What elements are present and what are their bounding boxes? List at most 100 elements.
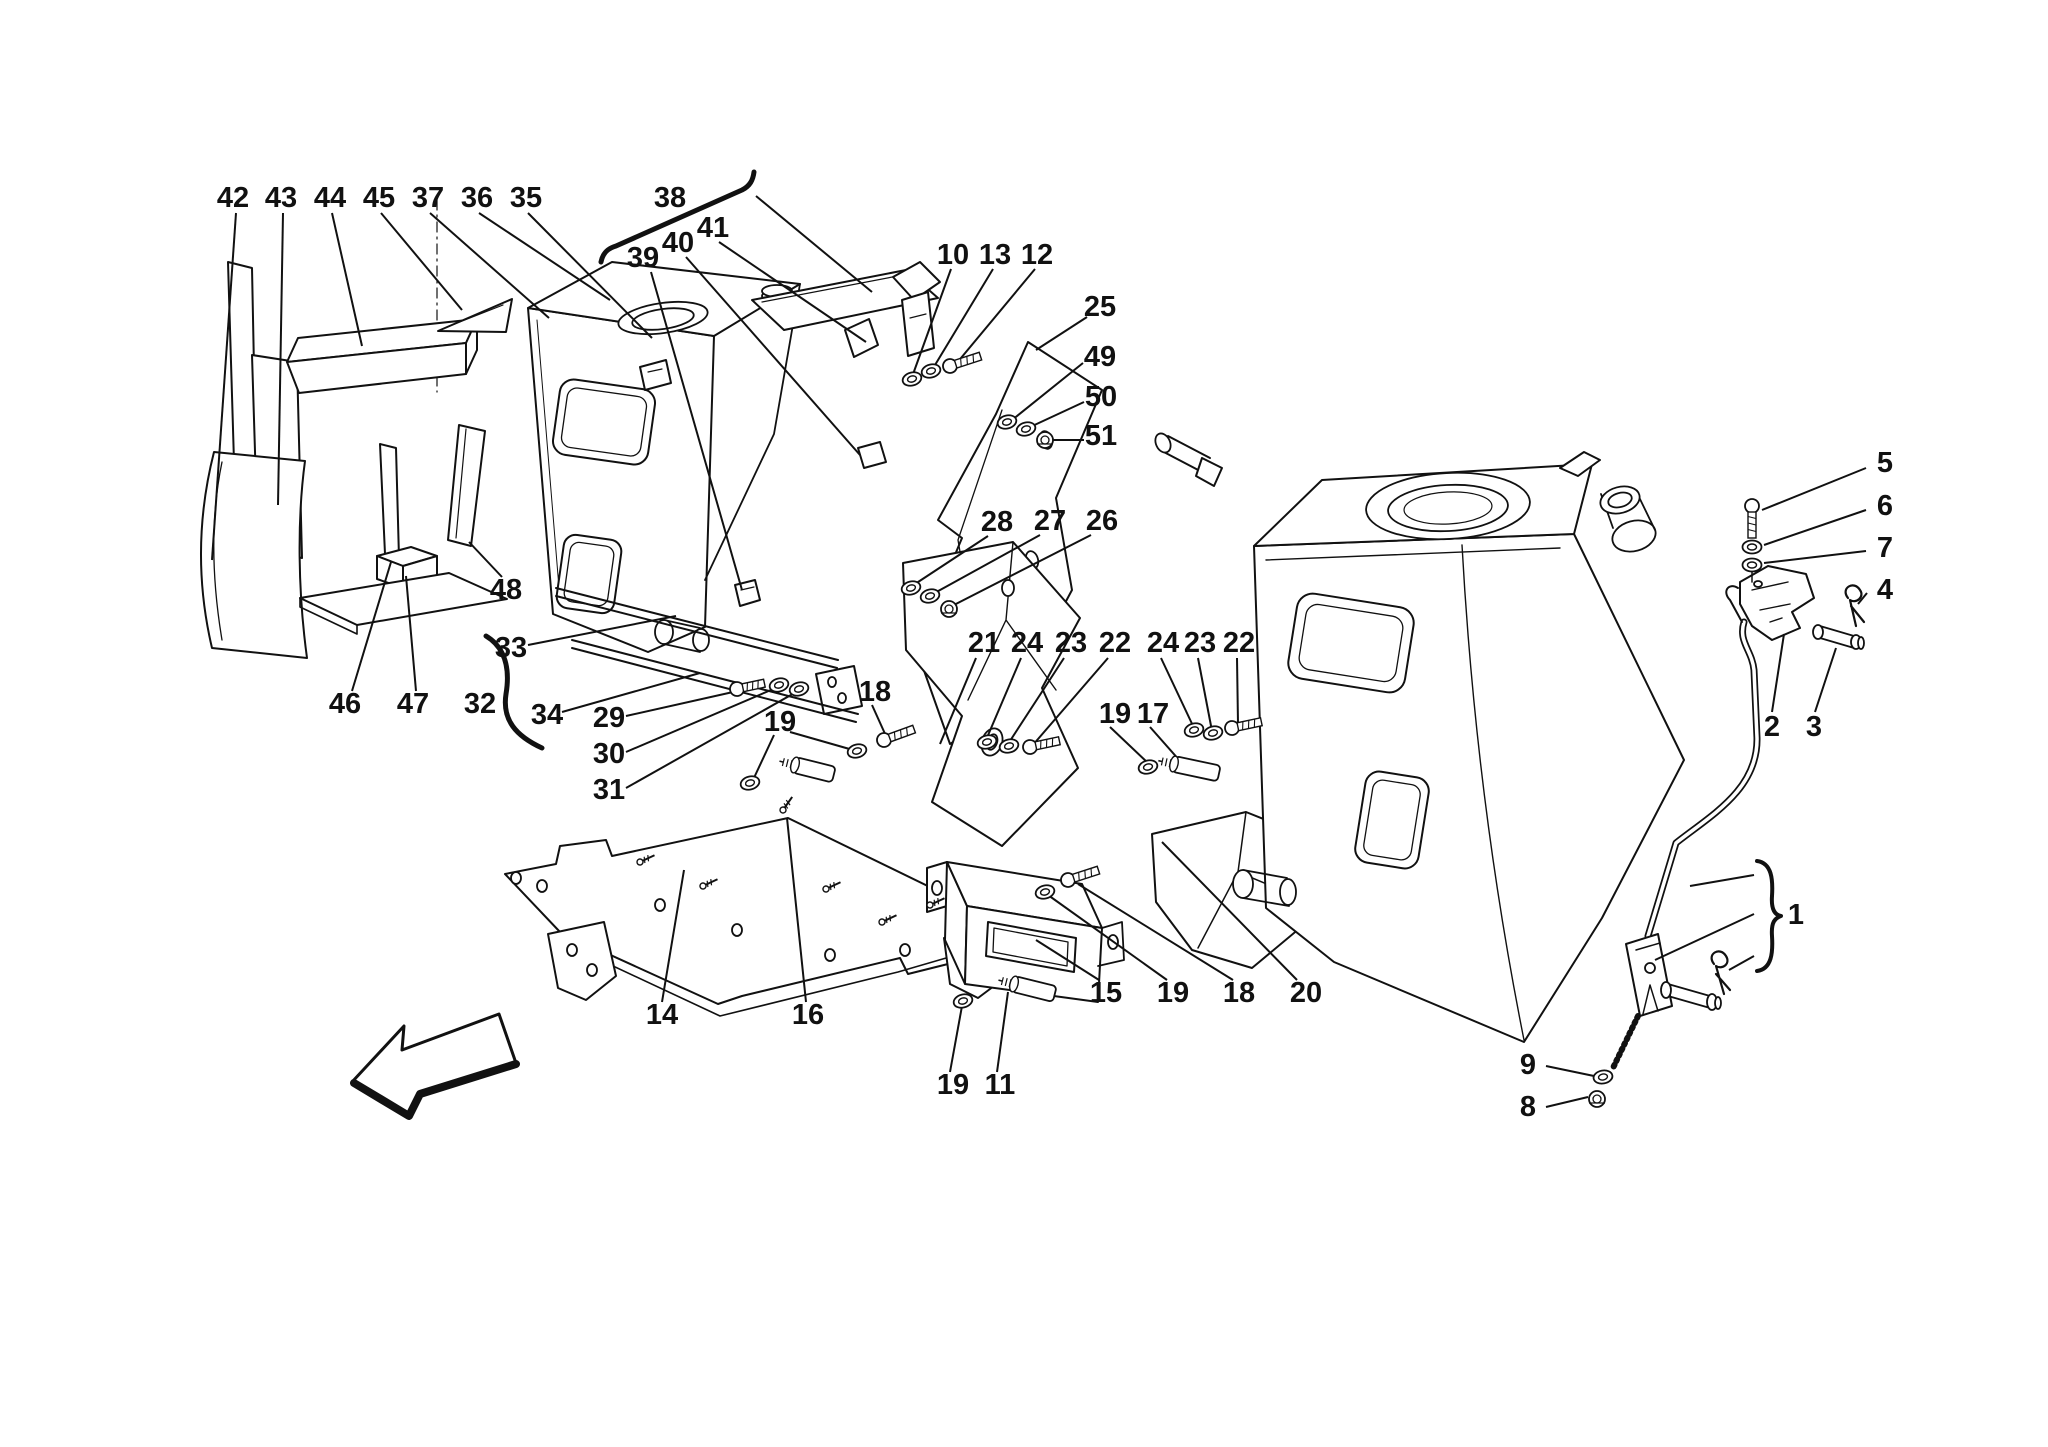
leader-line — [786, 817, 807, 1003]
stud-icon — [822, 881, 841, 893]
tank-recess — [1287, 592, 1415, 694]
part-label-35: 35 — [510, 182, 542, 214]
part-label-44: 44 — [314, 182, 346, 214]
threaded-rod — [1609, 1013, 1641, 1073]
part-outline — [967, 541, 1057, 701]
leader-line — [996, 991, 1009, 1073]
hole-icon — [1607, 491, 1633, 509]
panel-42 — [199, 451, 308, 659]
tab-bracket — [815, 665, 863, 715]
nut-icon — [1588, 1090, 1606, 1108]
stud-icon — [926, 897, 945, 909]
part-label-15: 15 — [1090, 977, 1122, 1009]
part-label-5: 5 — [1877, 447, 1893, 479]
leader-line — [911, 268, 952, 378]
part-label-45: 45 — [363, 182, 395, 214]
leader-line — [1077, 883, 1234, 981]
washer-icon — [1202, 725, 1224, 741]
part-label-26: 26 — [1086, 505, 1118, 537]
hole-icon — [837, 692, 847, 704]
leader-line — [752, 734, 775, 781]
tank-recess — [555, 533, 623, 615]
leader-line — [277, 212, 284, 506]
part-outline — [992, 927, 1069, 967]
leader-line — [1011, 362, 1084, 421]
part-label-28: 28 — [981, 506, 1013, 538]
part-label-21: 21 — [968, 627, 1000, 659]
nut-icon — [940, 600, 958, 618]
part-outline — [761, 273, 909, 303]
part-label-24: 24 — [1147, 627, 1179, 659]
hole-icon — [1279, 878, 1297, 906]
part-label-19: 19 — [1099, 698, 1131, 730]
washer-icon — [739, 775, 761, 791]
leader-line — [1763, 550, 1867, 564]
hole-icon — [731, 923, 743, 937]
hole-icon — [1714, 996, 1722, 1010]
direction-arrow — [350, 1012, 519, 1120]
washer-icon — [976, 734, 998, 750]
hole-icon — [1644, 962, 1656, 974]
leader-line — [871, 704, 887, 737]
leader-line — [1814, 647, 1837, 713]
part-outline — [704, 283, 801, 581]
leader-line — [211, 212, 237, 561]
part-label-3: 3 — [1806, 711, 1822, 743]
leader-line — [755, 195, 873, 293]
leader-line — [1857, 592, 1868, 605]
rod-hook — [1725, 585, 1743, 623]
leader-line — [1689, 874, 1755, 887]
leader-line — [1771, 633, 1785, 713]
tank-recess-inner — [1298, 603, 1404, 683]
leader-line — [380, 212, 463, 311]
clip-39b — [734, 579, 761, 607]
leader-line — [1035, 316, 1088, 351]
part-label-19: 19 — [937, 1069, 969, 1101]
part-label-23: 23 — [1055, 627, 1087, 659]
part-label-8: 8 — [1520, 1091, 1536, 1123]
leader-line — [527, 615, 677, 646]
washer-icon — [920, 363, 942, 379]
brace-32 — [483, 633, 545, 751]
part-label-41: 41 — [697, 212, 729, 244]
washer-icon — [900, 580, 922, 596]
part-outline — [446, 304, 504, 328]
leader-line — [661, 869, 685, 1003]
leader-line — [561, 672, 701, 713]
hole-icon — [1154, 432, 1172, 454]
leader-line — [625, 686, 779, 753]
washer-icon — [788, 681, 810, 697]
part-outline — [909, 313, 927, 319]
leader-line — [949, 1005, 963, 1073]
part-label-50: 50 — [1085, 381, 1117, 413]
part-label-48: 48 — [490, 574, 522, 606]
part-outline — [740, 586, 755, 591]
leader-line — [1545, 1096, 1589, 1108]
r-clip-icon — [1710, 950, 1732, 996]
leader-line — [1728, 955, 1755, 971]
part-label-6: 6 — [1877, 490, 1893, 522]
hole-icon — [1857, 636, 1865, 650]
washer-icon — [901, 371, 923, 387]
washer-icon — [952, 993, 974, 1009]
part-label-9: 9 — [1520, 1049, 1536, 1081]
clip-40 — [892, 261, 941, 301]
leader-line — [478, 212, 611, 301]
standoff-icon — [998, 975, 1057, 1002]
screw-icon — [942, 351, 983, 374]
hole-icon — [1660, 981, 1672, 999]
leader-line — [1761, 467, 1867, 511]
clevis-pin — [1667, 983, 1711, 1009]
leader-line — [650, 271, 743, 591]
leader-line — [1197, 657, 1213, 732]
washer-icon — [846, 743, 868, 759]
nut-icon — [1036, 431, 1054, 449]
part-label-18: 18 — [1223, 977, 1255, 1009]
part-label-22: 22 — [1099, 627, 1131, 659]
screw-icon — [876, 724, 917, 748]
part-outline — [455, 428, 467, 539]
stud-icon — [878, 914, 897, 926]
clip-39 — [639, 359, 672, 391]
part-label-37: 37 — [412, 182, 444, 214]
part-label-49: 49 — [1084, 341, 1116, 373]
